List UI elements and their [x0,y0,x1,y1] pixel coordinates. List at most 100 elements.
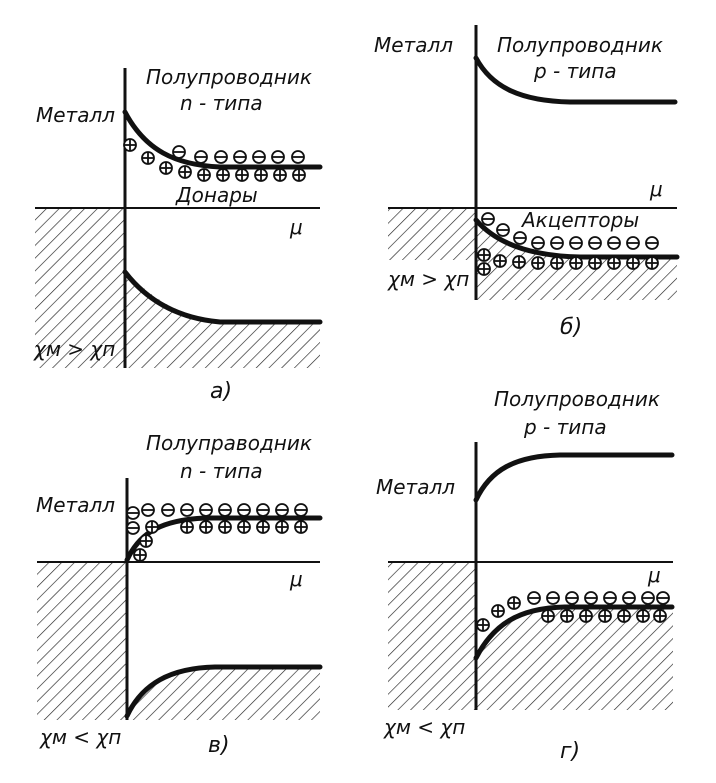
acceptor-charge [513,231,527,245]
metal-label: Металл [376,475,455,499]
acceptor-charge [641,591,655,605]
metal-label: Металл [36,493,115,517]
hole-charge [569,256,583,270]
hole-charge [560,609,574,623]
panel-caption: а) [210,379,232,404]
hole-charge [579,609,593,623]
impurity-label: Донары [175,183,258,207]
valence-band-curve [124,664,323,719]
donor-charges [133,520,308,562]
valence-band-hatch-area [125,272,320,368]
electron-charge [291,150,305,164]
acceptor-charge [607,236,621,250]
chi-label: χм > χп [33,337,115,361]
semiconductor-label: Полупроводник [497,33,663,57]
electron-charge [161,503,175,517]
donor-charge [292,168,306,182]
conduction-band-curve [473,55,678,105]
electron-charges [172,145,305,164]
conduction-band-curve [473,452,675,503]
chi-label: χм < χп [383,715,465,739]
semiconductor-type-label: n - типа [180,91,263,115]
hole-charge [588,256,602,270]
electron-charge [233,150,247,164]
hole-charge [636,609,650,623]
valence-band-curve [473,604,675,661]
donor-charge [273,168,287,182]
panel-c: Металл Полуправодник n - типа μ χм < χп … [36,431,323,758]
hole-charge [617,609,631,623]
valence-band-curve [122,269,323,325]
acceptor-charge [588,236,602,250]
acceptor-charge [565,591,579,605]
mu-label: μ [289,215,303,239]
electron-charge [271,150,285,164]
acceptor-charge [622,591,636,605]
hole-charge [493,254,507,268]
chi-label: χм > χп [387,267,469,291]
electron-charge [237,503,251,517]
valence-band-hatch-area [127,667,320,720]
donor-charge [218,520,232,534]
donor-charge [197,168,211,182]
acceptor-charge [656,591,670,605]
panel-a: Металл Полупроводник n - типа Донары μ χ… [33,65,323,404]
donor-charge [139,534,153,548]
acceptor-charges [481,212,659,250]
hole-charge [476,618,490,632]
hole-charge [531,256,545,270]
acceptor-charge [584,591,598,605]
electron-charge [126,521,140,535]
donor-charge [180,520,194,534]
electron-charge [218,503,232,517]
hole-charge [512,255,526,269]
electron-charge [126,506,140,520]
donor-charge [294,520,308,534]
electron-charge [214,150,228,164]
acceptor-charge [645,236,659,250]
donor-charge [216,168,230,182]
donor-charge [178,165,192,179]
electron-charge [180,503,194,517]
semiconductor-type-label: p - типа [523,415,607,439]
mu-label: μ [647,563,661,587]
hole-charge [477,262,491,276]
acceptor-charge [550,236,564,250]
hole-charge [653,609,667,623]
acceptor-charges [527,591,670,605]
hole-charge [491,604,505,618]
donor-charge [133,548,147,562]
metal-hatch-area [37,562,127,720]
electron-charge [199,503,213,517]
donor-charge [159,161,173,175]
acceptor-charge [527,591,541,605]
donor-charge [237,520,251,534]
hole-charge [607,256,621,270]
donor-charge [145,520,159,534]
hole-charge [477,248,491,262]
donor-charge [123,138,137,152]
hole-charges [476,596,667,632]
metal-label: Металл [374,33,453,57]
panel-caption: г) [560,739,580,764]
hole-charges [477,248,659,276]
electron-charge [141,503,155,517]
metal-hatch-area [35,208,125,368]
acceptor-charge [531,236,545,250]
acceptor-charge [569,236,583,250]
hole-charge [645,256,659,270]
hole-charge [541,609,555,623]
panel-b: Металл Полупроводник p - типа Акцепторы … [374,25,680,340]
impurity-label: Акцепторы [520,208,639,232]
chi-label: χм < χп [39,725,121,749]
acceptor-charge [626,236,640,250]
donor-charge [141,151,155,165]
donor-charges [123,138,306,182]
mu-label: μ [649,177,663,201]
electron-charge [172,145,186,159]
hole-charge [550,256,564,270]
valence-band-hatch-area [476,607,673,710]
electron-charge [256,503,270,517]
donor-charge [275,520,289,534]
